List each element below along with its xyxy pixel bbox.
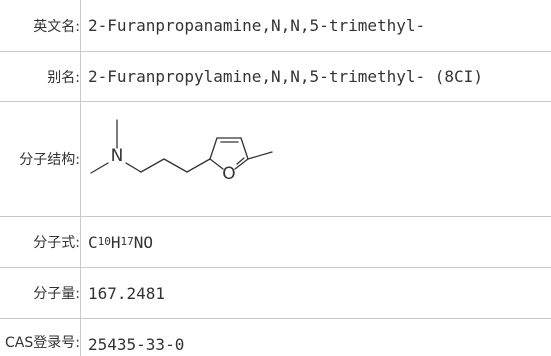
row-alias: 别名: 2-Furanpropylamine,N,N,5-trimethyl- … <box>0 51 551 101</box>
column-divider <box>80 0 81 51</box>
structure-label: 分子结构: <box>19 152 80 168</box>
mol-weight-value: 167.2481 <box>88 283 166 303</box>
row-cas: CAS登录号: 25435-33-0 <box>0 318 551 356</box>
english-name-label: 英文名: <box>33 18 80 35</box>
column-divider <box>80 319 81 356</box>
column-divider <box>80 217 81 267</box>
row-mol-weight: 分子量: 167.2481 <box>0 267 551 318</box>
alias-label: 别名: <box>47 69 80 86</box>
cas-value: 25435-33-0 <box>88 335 185 354</box>
formula-label: 分子式: <box>33 235 80 251</box>
alias-value: 2-Furanpropylamine,N,N,5-trimethyl- (8CI… <box>88 67 483 86</box>
formula-c: C <box>88 232 98 252</box>
formula-h: H <box>110 232 121 252</box>
column-divider <box>80 102 81 216</box>
atom-o-label: O <box>222 164 235 184</box>
row-english-name: 英文名: 2-Furanpropanamine,N,N,5-trimethyl- <box>0 0 551 51</box>
atom-n-label: N <box>111 146 124 166</box>
molecule-structure-image: N O <box>90 119 273 184</box>
english-name-value: 2-Furanpropanamine,N,N,5-trimethyl- <box>88 16 426 35</box>
cas-label: CAS登录号: <box>5 335 80 351</box>
mol-weight-label: 分子量: <box>33 286 80 302</box>
column-divider <box>80 268 81 318</box>
row-structure: 分子结构: N O <box>0 101 551 216</box>
column-divider <box>80 52 81 101</box>
formula-rest: NO <box>133 232 154 252</box>
